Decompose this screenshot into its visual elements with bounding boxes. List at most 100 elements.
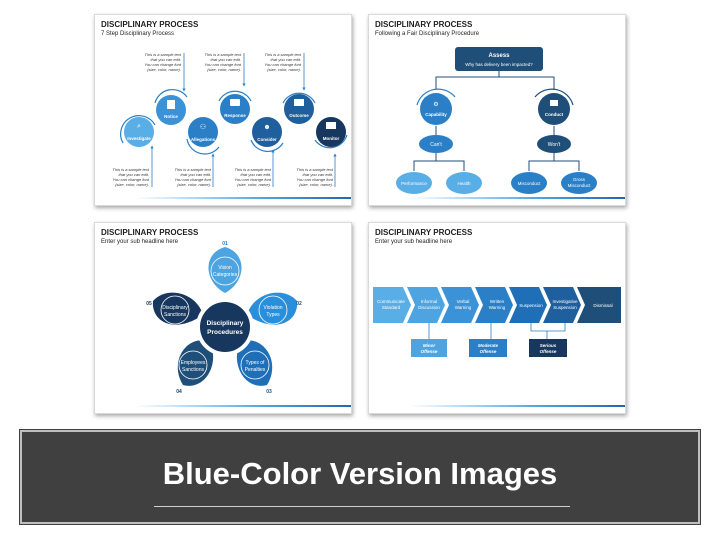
svg-text:02: 02 bbox=[296, 301, 302, 307]
svg-text:Why has delivery been impacted: Why has delivery been impacted? bbox=[465, 62, 533, 67]
svg-text:This is a sample text: This is a sample text bbox=[297, 167, 334, 172]
chat-icon bbox=[230, 99, 240, 106]
slide-thumbnail-7-step[interactable]: DISCIPLINARY PROCESS 7 Step Disciplinary… bbox=[94, 14, 352, 206]
svg-text:Employees: Employees bbox=[181, 360, 206, 366]
svg-text:You can change font: You can change font bbox=[235, 177, 272, 182]
svg-text:This is a sample text: This is a sample text bbox=[145, 52, 182, 57]
svg-text:Consider: Consider bbox=[257, 137, 277, 142]
slide-subtitle: 7 Step Disciplinary Process bbox=[101, 31, 175, 37]
chevron-investigative-suspension: Investigative Suspension bbox=[543, 287, 581, 323]
escalation-chevrons: Communicate Standard Informal Discussion… bbox=[373, 287, 621, 357]
chevron-written-warning: Written Warning bbox=[475, 287, 513, 323]
svg-text:Serious: Serious bbox=[540, 343, 557, 348]
procedures-wheel: Vision Categories 01 Violation Types 02 … bbox=[146, 241, 302, 395]
svg-text:Standard: Standard bbox=[382, 305, 401, 310]
svg-text:Dismissal: Dismissal bbox=[593, 303, 612, 308]
slide-thumbnail-procedures-wheel[interactable]: DISCIPLINARY PROCESS Enter your sub head… bbox=[94, 222, 352, 414]
svg-text:that you can edit.: that you can edit. bbox=[241, 172, 271, 177]
svg-text:(size, color, name).: (size, color, name). bbox=[237, 182, 271, 187]
svg-text:Offense: Offense bbox=[480, 349, 497, 354]
svg-text:Sanctions: Sanctions bbox=[182, 367, 204, 373]
slide-thumbnail-fair-procedure[interactable]: DISCIPLINARY PROCESS Following a Fair Di… bbox=[368, 14, 626, 206]
svg-text:Monitor: Monitor bbox=[323, 136, 340, 141]
chevron-communicate-standard: Communicate Standard bbox=[373, 287, 411, 323]
sample-text-top-2: This is a sample text that you can edit.… bbox=[205, 52, 242, 72]
svg-text:(size, color, name).: (size, color, name). bbox=[115, 182, 149, 187]
seven-step-diagram: This is a sample text that you can edit.… bbox=[113, 52, 348, 187]
svg-text:Suspension: Suspension bbox=[553, 305, 577, 310]
svg-text:that you can edit.: that you can edit. bbox=[303, 172, 333, 177]
petal-02: Violation Types 02 bbox=[247, 292, 302, 325]
svg-text:Response: Response bbox=[224, 113, 246, 118]
briefcase-icon bbox=[294, 99, 304, 106]
svg-text:This is a sample text: This is a sample text bbox=[265, 52, 302, 57]
chevron-suspension: Suspension bbox=[509, 287, 547, 323]
svg-text:that you can edit.: that you can edit. bbox=[211, 57, 241, 62]
svg-text:Procedures: Procedures bbox=[207, 329, 243, 336]
slide-title: DISCIPLINARY PROCESS bbox=[375, 20, 473, 29]
slide-thumbnail-escalation-chevrons[interactable]: DISCIPLINARY PROCESS Enter your sub head… bbox=[368, 222, 626, 414]
svg-text:(size, color, name).: (size, color, name). bbox=[267, 67, 301, 72]
svg-text:Disciplinary: Disciplinary bbox=[162, 305, 188, 311]
svg-text:You can change font: You can change font bbox=[297, 177, 334, 182]
svg-text:Allegations: Allegations bbox=[191, 137, 216, 142]
sample-text-bottom-1: This is a sample text that you can edit.… bbox=[113, 167, 150, 187]
monitor-icon bbox=[326, 122, 336, 129]
svg-text:Vision: Vision bbox=[218, 265, 232, 271]
svg-text:You can change font: You can change font bbox=[205, 62, 242, 67]
svg-text:You can change font: You can change font bbox=[175, 177, 212, 182]
gross-misconduct-node: Gross Misconduct bbox=[561, 172, 597, 194]
banner-title: Blue-Color Version Images bbox=[162, 456, 558, 491]
svg-text:Won't: Won't bbox=[548, 142, 561, 148]
offense-minor: Minor Offense bbox=[411, 339, 447, 357]
fair-procedure-tree: Assess Why has delivery been impacted? ⚙… bbox=[396, 47, 597, 194]
svg-text:Informal: Informal bbox=[421, 299, 437, 304]
document-icon bbox=[167, 100, 175, 109]
slide-accent-bar bbox=[409, 405, 625, 407]
svg-text:Investigate: Investigate bbox=[127, 136, 151, 141]
health-node: Health bbox=[446, 172, 482, 194]
sample-text-bottom-4: This is a sample text that you can edit.… bbox=[297, 167, 334, 187]
slide-title: DISCIPLINARY PROCESS bbox=[101, 228, 199, 237]
svg-text:that you can edit.: that you can edit. bbox=[119, 172, 149, 177]
svg-text:that you can edit.: that you can edit. bbox=[151, 57, 181, 62]
svg-text:04: 04 bbox=[176, 389, 182, 395]
clipboard-icon bbox=[550, 100, 558, 106]
svg-text:(size, color, name).: (size, color, name). bbox=[207, 67, 241, 72]
svg-text:Offense: Offense bbox=[540, 349, 557, 354]
slide-accent-bar bbox=[135, 405, 351, 407]
capability-node: ⚙ Capability bbox=[420, 93, 452, 125]
step-monitor: Monitor bbox=[316, 117, 346, 147]
step-outcome: Outcome bbox=[284, 94, 314, 124]
svg-text:Types of: Types of bbox=[246, 360, 266, 366]
svg-text:Moderate: Moderate bbox=[478, 343, 499, 348]
svg-text:Can't: Can't bbox=[430, 142, 442, 148]
svg-text:(size, color, name).: (size, color, name). bbox=[177, 182, 211, 187]
wont-node: Won't bbox=[537, 135, 571, 153]
performance-node: Performance bbox=[396, 172, 432, 194]
sample-text-bottom-2: This is a sample text that you can edit.… bbox=[175, 167, 212, 187]
svg-text:Categories: Categories bbox=[213, 272, 238, 278]
svg-text:05: 05 bbox=[146, 301, 152, 307]
step-consider: ☻ Consider bbox=[252, 117, 282, 147]
assess-box: Assess Why has delivery been impacted? bbox=[455, 47, 543, 71]
svg-text:This is a sample text: This is a sample text bbox=[113, 167, 150, 172]
svg-text:Gross: Gross bbox=[573, 177, 586, 182]
svg-text:Capability: Capability bbox=[425, 112, 447, 117]
petal-03: Types of Penalties 03 bbox=[236, 340, 273, 395]
svg-text:Assess: Assess bbox=[488, 53, 510, 59]
svg-text:(size, color, name).: (size, color, name). bbox=[147, 67, 181, 72]
step-response: Response bbox=[220, 94, 250, 124]
banner-divider bbox=[154, 506, 570, 507]
svg-text:Violation: Violation bbox=[263, 305, 282, 311]
svg-text:You can change font: You can change font bbox=[145, 62, 182, 67]
svg-text:You can change font: You can change font bbox=[265, 62, 302, 67]
svg-text:Misconduct: Misconduct bbox=[518, 181, 542, 186]
svg-text:Minor: Minor bbox=[423, 343, 435, 348]
step-notice: Notice bbox=[156, 95, 186, 125]
svg-text:Disciplinary: Disciplinary bbox=[207, 320, 244, 327]
svg-text:Penalties: Penalties bbox=[245, 367, 266, 373]
magnifier-icon: ⌕ bbox=[137, 123, 141, 130]
step-allegations: ⚇ Allegations bbox=[188, 117, 218, 147]
svg-text:This is a sample text: This is a sample text bbox=[205, 52, 242, 57]
